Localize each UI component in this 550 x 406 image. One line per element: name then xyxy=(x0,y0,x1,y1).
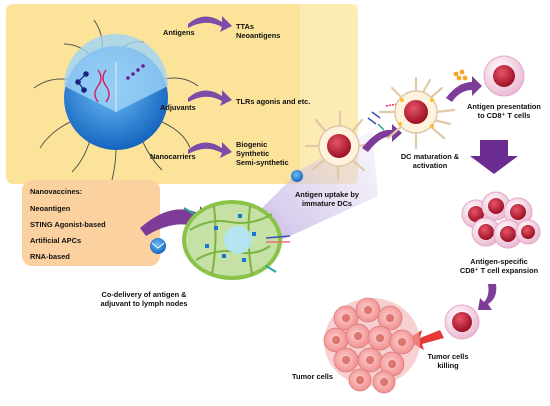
cd8-t-cell xyxy=(483,55,525,97)
antigen-dots xyxy=(453,69,468,81)
maturation-caption: DC maturation & activation xyxy=(388,152,472,170)
small-nanoparticle xyxy=(150,238,166,254)
adjuvants-detail-1: TLRs agonis and etc. xyxy=(236,97,311,106)
arrow-uptake-to-maturation xyxy=(362,124,402,152)
tumor-mass xyxy=(323,297,420,394)
nanovaccine-item: RNA-based xyxy=(30,252,70,261)
uptake-caption-line-2: immature DCs xyxy=(301,199,353,208)
nanovaccine-item: Neoantigen xyxy=(30,204,71,213)
nanocarriers-detail-1: Biogenic xyxy=(236,140,268,149)
immature-dc xyxy=(304,110,374,182)
nanovaccines-title: Nanovaccines: xyxy=(30,187,83,196)
arrow-presentation-to-expansion xyxy=(470,140,518,174)
uptake-nanoparticle xyxy=(291,170,303,182)
arrow-expansion-to-killing xyxy=(478,284,497,310)
mature-dc xyxy=(378,76,456,150)
expansion-caption: Antigen-specific CD8⁺ T cell expansion xyxy=(450,257,548,275)
expansion-caption-line-1: Antigen-specific xyxy=(470,257,528,266)
presentation-caption: Antigen presentation to CD8⁺ T cells xyxy=(458,102,550,120)
nanovaccines-panel xyxy=(22,180,160,266)
expanded-t-cell-cluster xyxy=(461,191,541,249)
nanocarriers-label: Nanocarriers xyxy=(150,152,196,161)
killing-caption: Tumor cells killing xyxy=(420,352,476,370)
presentation-caption-line-1: Antigen presentation xyxy=(467,102,541,111)
nanoparticle-illustration xyxy=(33,19,199,181)
arrow-maturation-to-presentation xyxy=(446,76,482,102)
maturation-caption-line-1: DC maturation & xyxy=(400,152,460,161)
presentation-caption-line-2: to CD8⁺ T cells xyxy=(477,111,531,120)
lymph-node-caption: Co-delivery of antigen & adjuvant to lym… xyxy=(84,290,204,308)
lymph-node-illustration xyxy=(182,200,291,280)
nanovaccine-item: STING Agonist-based xyxy=(30,220,106,229)
uptake-caption: Antigen uptake by immature DCs xyxy=(282,190,372,208)
adjuvants-label: Adjuvants xyxy=(160,103,196,112)
lymph-node-caption-line-1: Co-delivery of antigen & xyxy=(101,290,187,299)
killing-caption-line-1: Tumor cells xyxy=(427,352,469,361)
antigens-label: Antigens xyxy=(163,28,195,37)
lymph-node-caption-line-2: adjuvant to lymph nodes xyxy=(100,299,188,308)
antigens-detail-1: TTAs xyxy=(236,22,254,31)
antigens-detail-2: Neoantigens xyxy=(236,31,281,40)
component-arrows xyxy=(188,16,232,158)
nanocarriers-detail-2: Synthetic xyxy=(236,149,270,158)
tumor-cells-label: Tumor cells xyxy=(292,372,333,381)
nanocarriers-detail-3: Semi-synthetic xyxy=(236,158,289,167)
killing-caption-line-2: killing xyxy=(437,361,459,370)
killer-t-cell xyxy=(444,304,480,340)
expansion-caption-line-2: CD8⁺ T cell expansion xyxy=(459,266,539,275)
maturation-caption-line-2: activation xyxy=(412,161,448,170)
nanovaccine-item: Artificial APCs xyxy=(30,236,82,245)
uptake-caption-line-1: Antigen uptake by xyxy=(294,190,360,199)
